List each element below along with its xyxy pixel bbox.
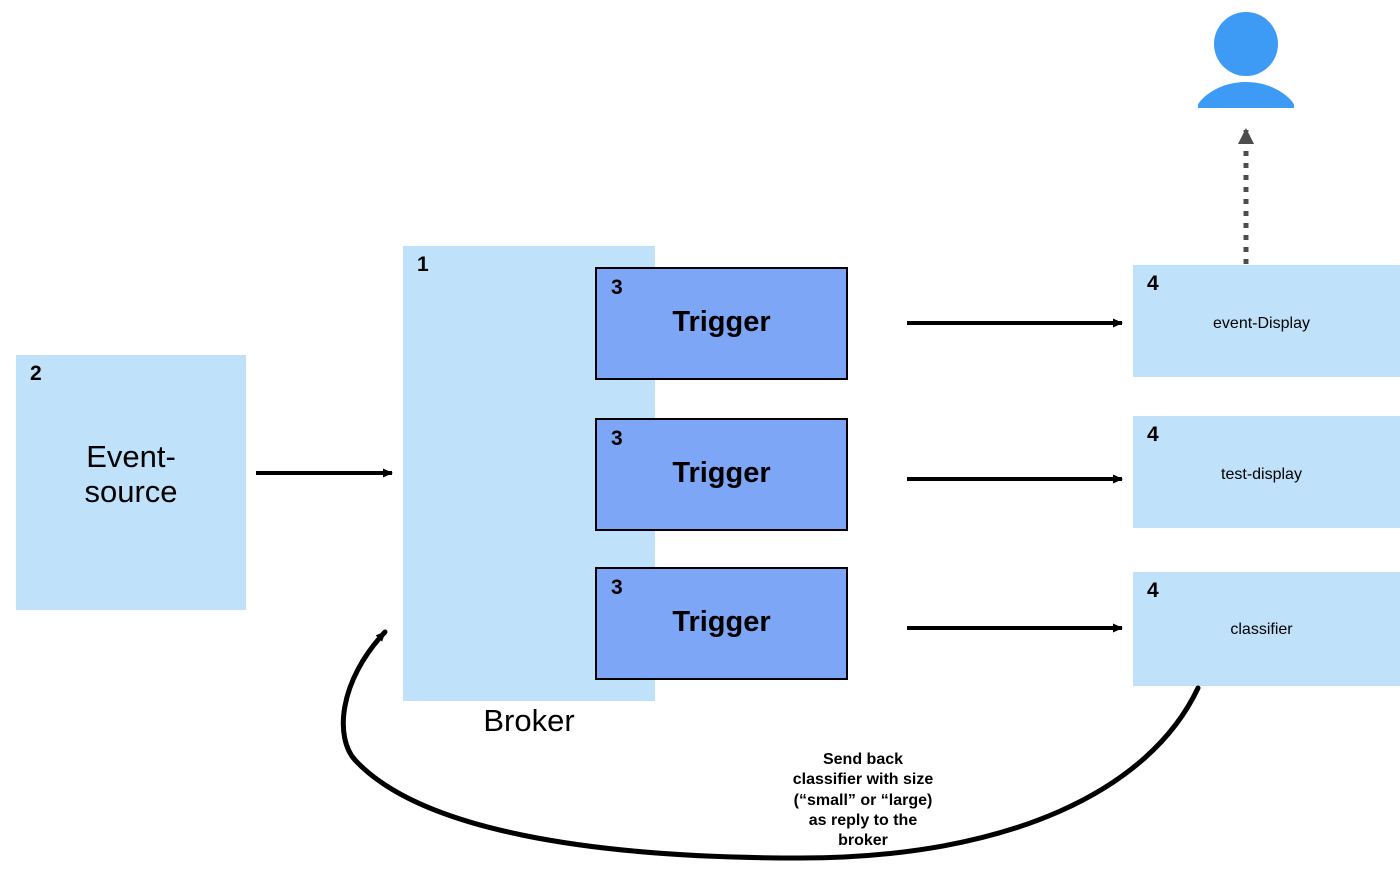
broker-number: 1 — [417, 253, 429, 276]
service-3-label: classifier — [1230, 621, 1293, 638]
trigger-2-number: 3 — [611, 427, 623, 450]
trigger-1-label: Trigger — [672, 306, 771, 338]
broker-label: Broker — [483, 703, 575, 738]
service-1-number: 4 — [1147, 272, 1159, 295]
event-source-label: Event- source — [84, 439, 178, 509]
trigger-1-number: 3 — [611, 276, 623, 299]
trigger-2-label: Trigger — [672, 457, 771, 489]
event-source-number: 2 — [30, 362, 42, 385]
service-box-test-display[interactable]: 4 test-display — [1133, 416, 1400, 528]
trigger-box-3[interactable]: 3 Trigger — [595, 567, 848, 680]
trigger-3-label: Trigger — [672, 606, 771, 638]
trigger-box-1[interactable]: 3 Trigger — [595, 267, 848, 380]
trigger-3-number: 3 — [611, 576, 623, 599]
person-icon — [1198, 12, 1294, 108]
trigger-box-2[interactable]: 3 Trigger — [595, 418, 848, 531]
service-1-label: event-Display — [1213, 315, 1310, 332]
service-2-label: test-display — [1221, 466, 1302, 483]
service-box-classifier[interactable]: 4 classifier — [1133, 572, 1400, 686]
event-source-box[interactable]: 2 Event- source — [16, 355, 246, 610]
feedback-caption: Send back classifier with size (“small” … — [792, 751, 934, 850]
service-3-number: 4 — [1147, 579, 1159, 602]
service-2-number: 4 — [1147, 423, 1159, 446]
service-box-event-display[interactable]: 4 event-Display — [1133, 265, 1400, 377]
